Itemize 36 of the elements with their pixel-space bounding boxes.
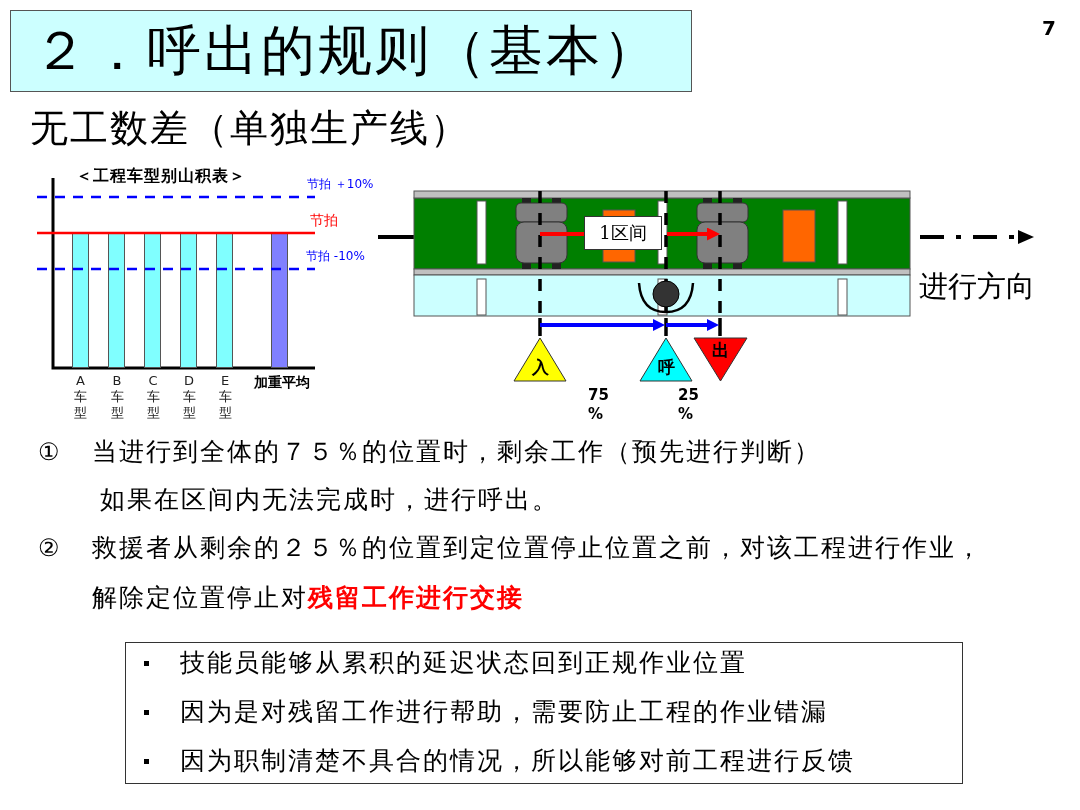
subtitle: 无工数差（单独生产线） (30, 105, 470, 152)
category-label: B车型 (110, 373, 124, 421)
triangle-marker: 入 (513, 337, 567, 382)
category-label: 加重平均 (253, 374, 311, 391)
note-box (125, 642, 963, 784)
bar (144, 233, 161, 368)
triangle-marker: 呼 (639, 337, 693, 382)
percent-label: 75 % (588, 386, 610, 424)
page-number: 7 (1042, 16, 1056, 41)
triangle-marker: 出 (693, 337, 748, 382)
body-text: 解除定位置停止对残留工作进行交接 (92, 582, 524, 613)
reference-label: 节拍 -10% (306, 249, 365, 264)
category-label: E车型 (218, 373, 232, 421)
bar (180, 233, 197, 368)
bar (108, 233, 125, 368)
list-number: ② (38, 533, 60, 563)
body-text: 当进行到全体的７５％的位置时，剩余工作（预先进行判断） (92, 436, 821, 467)
note-text: 因为是对残留工作进行帮助，需要防止工程的作业错漏 (180, 696, 828, 728)
bar (216, 233, 233, 368)
bar (271, 233, 288, 368)
title-banner: ２．呼出的规则（基本） (10, 10, 692, 92)
list-number: ① (38, 437, 60, 467)
chart-title: ＜工程车型别山积表＞ (76, 166, 246, 186)
category-label: C车型 (146, 373, 160, 421)
percent-label: 25 % (678, 386, 700, 424)
direction-label: 进行方向 (919, 268, 1035, 304)
reference-label: 节拍 ＋10% (307, 177, 374, 192)
note-text: 因为职制清楚不具合的情况，所以能够对前工程进行反馈 (180, 745, 855, 777)
category-label: A车型 (73, 373, 88, 421)
label-box: 1区间 (584, 216, 662, 250)
note-text: 技能员能够从累积的延迟状态回到正规作业位置 (180, 647, 747, 679)
body-text: 如果在区间内无法完成时，进行呼出。 (100, 484, 559, 515)
category-label: D车型 (182, 373, 196, 421)
body-text: 救援者从剩余的２５％的位置到定位置停止位置之前，对该工程进行作业， (92, 532, 983, 563)
bar (72, 233, 89, 368)
reference-label: 节拍 (310, 211, 338, 229)
